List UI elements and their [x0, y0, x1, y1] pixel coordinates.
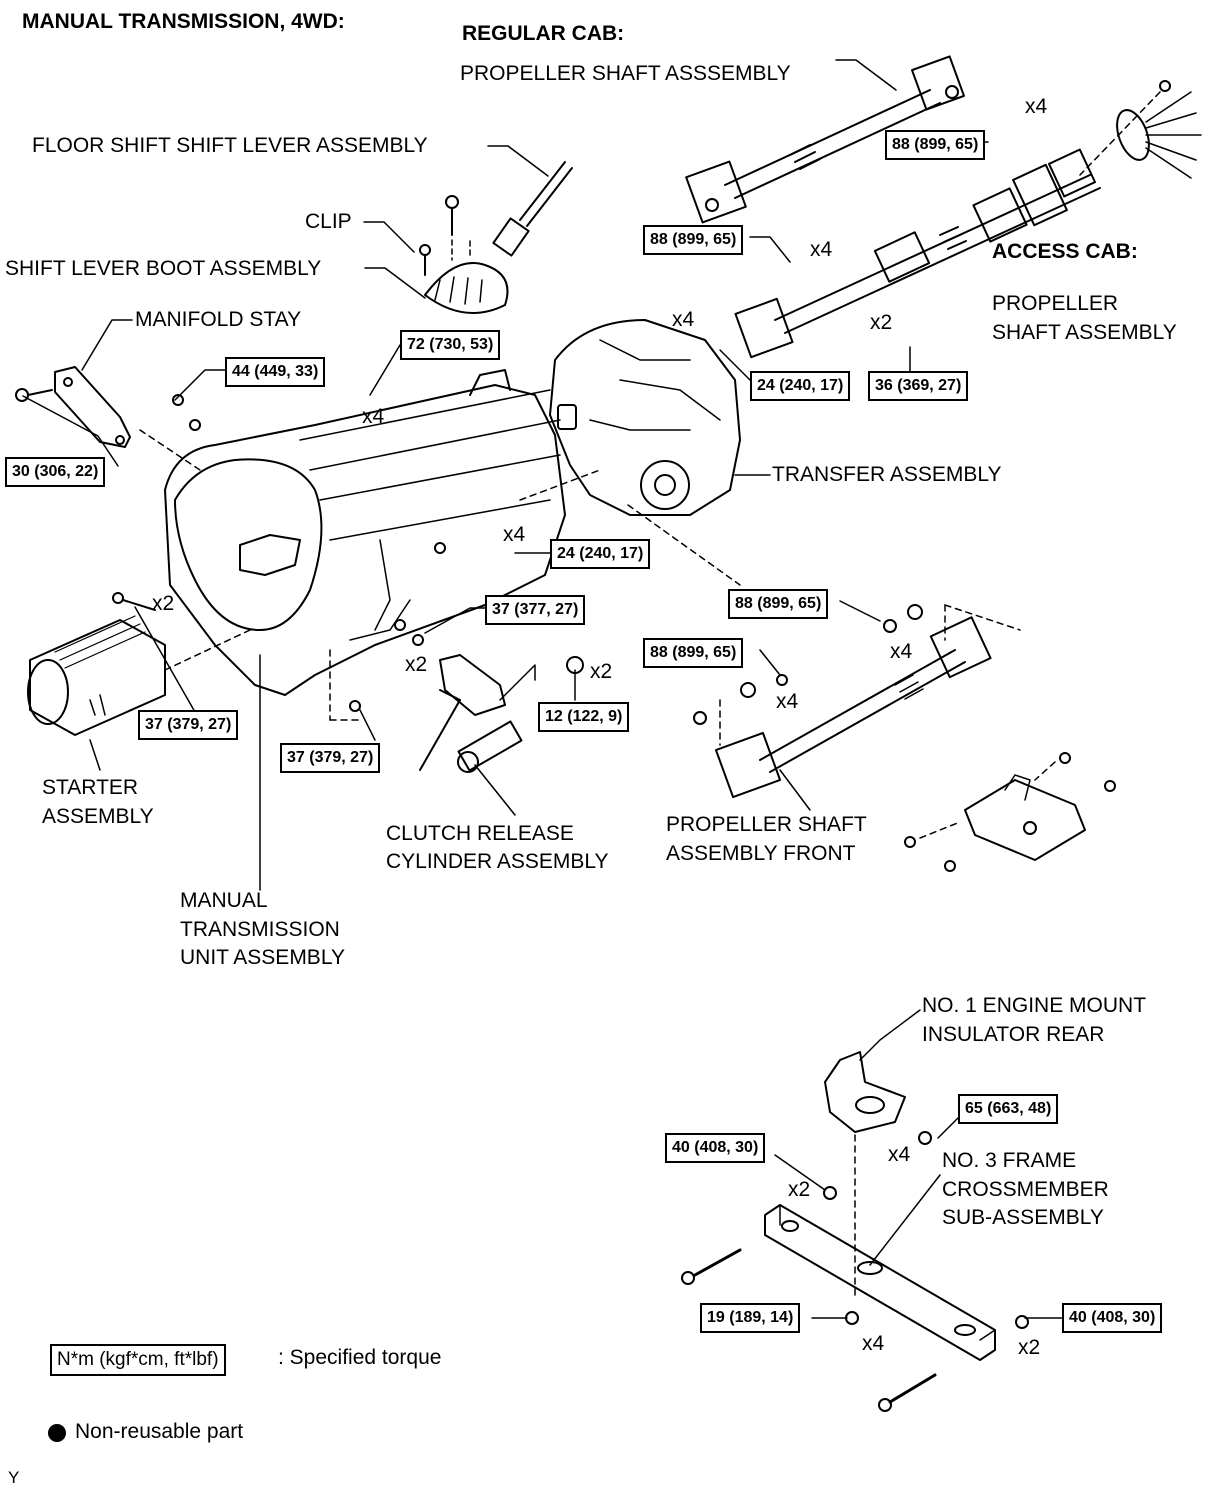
label-mt-unit-line3: UNIT ASSEMBLY — [180, 946, 345, 969]
bracket-drawing — [904, 752, 1116, 872]
shift-lever-drawing — [419, 161, 573, 314]
engine-mount-drawing — [824, 1051, 932, 1301]
torque-box: 12 (122, 9) — [538, 702, 630, 732]
qty-marker: x4 — [862, 1332, 885, 1355]
torque-box: 88 (899, 65) — [728, 589, 829, 619]
label-engine-mount-line1: NO. 1 ENGINE MOUNT — [922, 994, 1147, 1017]
propeller-shaft-front-drawing — [693, 604, 1021, 799]
qty-marker: x4 — [890, 640, 913, 663]
diagram-title: MANUAL TRANSMISSION, 4WD: — [22, 10, 345, 33]
torque-box: 37 (379, 27) — [138, 710, 239, 740]
qty-marker: x2 — [152, 592, 175, 615]
leader-lines — [22, 59, 1066, 1319]
label-clip: CLIP — [305, 210, 352, 233]
torque-box: 44 (449, 33) — [225, 357, 326, 387]
label-propeller-shaft-regular: PROPELLER SHAFT ASSSEMBLY — [460, 62, 791, 85]
label-transfer-assembly: TRANSFER ASSEMBLY — [772, 463, 1002, 486]
propeller-shaft-access-cab-drawing — [734, 80, 1202, 359]
label-crossmember-line2: CROSSMEMBER — [942, 1178, 1109, 1201]
non-reusable-dot-icon — [48, 1424, 66, 1442]
torque-box: 40 (408, 30) — [665, 1133, 766, 1163]
label-mt-unit-line2: TRANSMISSION — [180, 918, 340, 941]
propeller-shaft-regular-cab-drawing — [685, 55, 965, 224]
label-mt-unit-line1: MANUAL — [180, 889, 268, 912]
footer-code: Y — [8, 1468, 20, 1487]
qty-marker: x4 — [503, 523, 526, 546]
label-crossmember-line1: NO. 3 FRAME — [942, 1149, 1077, 1172]
qty-marker: x4 — [776, 690, 799, 713]
manifold-stay-drawing — [15, 366, 201, 471]
clutch-cylinder-drawing — [329, 634, 584, 773]
qty-marker: x4 — [672, 308, 695, 331]
transmission-drawing — [164, 369, 566, 696]
label-propeller-shaft-access-line2: SHAFT ASSEMBLY — [992, 321, 1177, 344]
label-crossmember-line3: SUB-ASSEMBLY — [942, 1206, 1104, 1229]
torque-box: 88 (899, 65) — [643, 225, 744, 255]
qty-marker: x2 — [590, 660, 613, 683]
transfer-drawing — [519, 319, 741, 586]
label-clutch-cylinder-line1: CLUTCH RELEASE — [386, 822, 574, 845]
legend-torque-unit-box: N*m (kgf*cm, ft*lbf) — [50, 1344, 226, 1376]
qty-marker: x4 — [810, 238, 833, 261]
qty-marker: x2 — [870, 311, 893, 334]
label-floor-shift-lever: FLOOR SHIFT SHIFT LEVER ASSEMBLY — [32, 134, 428, 157]
qty-marker: x4 — [888, 1143, 911, 1166]
label-starter-line1: STARTER — [42, 776, 139, 799]
qty-marker: x2 — [788, 1178, 811, 1201]
label-propeller-shaft-access-line1: PROPELLER — [992, 292, 1119, 315]
label-clutch-cylinder-line2: CYLINDER ASSEMBLY — [386, 850, 609, 873]
crossmember-drawing — [681, 1186, 1029, 1412]
torque-box: 19 (189, 14) — [700, 1303, 801, 1333]
label-shift-lever-boot: SHIFT LEVER BOOT ASSEMBLY — [5, 257, 322, 280]
legend-torque-description: : Specified torque — [278, 1346, 442, 1369]
starter-drawing — [27, 592, 251, 736]
torque-box: 36 (369, 27) — [868, 371, 969, 401]
torque-box: 40 (408, 30) — [1062, 1303, 1163, 1333]
torque-box: 65 (663, 48) — [958, 1094, 1059, 1124]
label-starter-line2: ASSEMBLY — [42, 805, 154, 828]
torque-box: 37 (379, 27) — [280, 743, 381, 773]
torque-box: 88 (899, 65) — [643, 638, 744, 668]
torque-box: 37 (377, 27) — [485, 595, 586, 625]
label-engine-mount-line2: INSULATOR REAR — [922, 1023, 1105, 1046]
legend-non-reusable: Non-reusable part — [75, 1420, 244, 1443]
torque-box: 24 (240, 17) — [550, 539, 651, 569]
regular-cab-header: REGULAR CAB: — [462, 22, 625, 45]
label-manifold-stay: MANIFOLD STAY — [135, 308, 302, 331]
torque-box: 30 (306, 22) — [5, 457, 106, 487]
label-prop-shaft-front-line1: PROPELLER SHAFT — [666, 813, 867, 836]
label-prop-shaft-front-line2: ASSEMBLY FRONT — [666, 842, 856, 865]
torque-box: 88 (899, 65) — [885, 130, 986, 160]
access-cab-header: ACCESS CAB: — [992, 240, 1138, 263]
qty-marker: x4 — [362, 405, 385, 428]
torque-box: 24 (240, 17) — [750, 371, 851, 401]
torque-box: 72 (730, 53) — [400, 330, 501, 360]
qty-marker: x2 — [1018, 1336, 1041, 1359]
qty-marker: x2 — [405, 653, 428, 676]
qty-marker: x4 — [1025, 95, 1048, 118]
